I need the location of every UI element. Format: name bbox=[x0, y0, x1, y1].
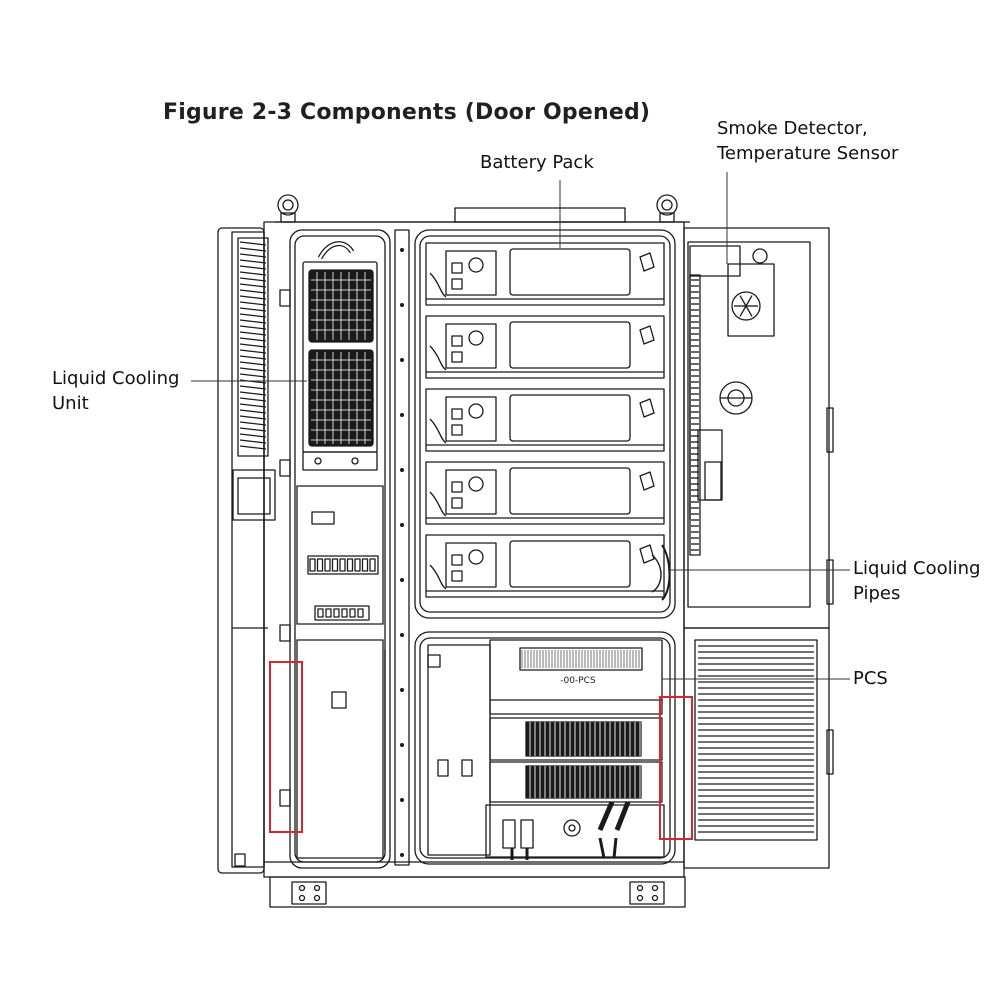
pcs-module bbox=[489, 639, 663, 715]
liquid-cooling-unit bbox=[302, 261, 378, 471]
right-lower-vent bbox=[683, 627, 834, 869]
power-module-lower bbox=[489, 761, 663, 803]
callout-liquid-cooling-pipes-line1: Liquid Cooling bbox=[853, 558, 981, 579]
temperature-sensor bbox=[719, 381, 753, 415]
battery-pack-1 bbox=[425, 242, 665, 306]
lifting-eye-left bbox=[277, 194, 299, 223]
right-side-panel bbox=[683, 227, 834, 629]
battery-rack bbox=[414, 229, 676, 619]
smoke-detector bbox=[727, 248, 775, 337]
lifting-eye-right bbox=[656, 194, 678, 223]
callout-smoke-detector-line1: Smoke Detector, bbox=[717, 118, 868, 139]
figure-title: Figure 2-3 Components (Door Opened) bbox=[163, 100, 651, 125]
dc-terminal-panel bbox=[485, 801, 665, 860]
callout-liquid-cooling-unit-line1: Liquid Cooling bbox=[52, 368, 180, 389]
battery-pack-5 bbox=[425, 534, 665, 598]
pcs-nameplate: -00-PCS bbox=[560, 676, 596, 686]
top-plate bbox=[454, 207, 626, 223]
callout-pcs: PCS bbox=[853, 668, 888, 689]
battery-pack-2 bbox=[425, 315, 665, 379]
terminal-block bbox=[314, 605, 370, 621]
battery-pack-3 bbox=[425, 388, 665, 452]
electrical-panel bbox=[296, 485, 384, 625]
left-door-vent bbox=[237, 237, 269, 457]
pcs-compartment bbox=[414, 631, 676, 865]
callout-smoke-detector-line2: Temperature Sensor bbox=[717, 143, 899, 164]
breaker-row bbox=[307, 555, 379, 575]
callout-liquid-cooling-unit-line2: Unit bbox=[52, 393, 89, 414]
battery-pack-4 bbox=[425, 461, 665, 525]
center-post bbox=[394, 229, 410, 866]
callout-battery-pack: Battery Pack bbox=[480, 152, 594, 173]
cabinet-base bbox=[269, 876, 686, 908]
left-compartment bbox=[279, 229, 391, 869]
highlight-box-right bbox=[659, 696, 693, 840]
left-door bbox=[217, 227, 276, 874]
power-module-upper bbox=[489, 717, 663, 761]
callout-liquid-cooling-pipes-line2: Pipes bbox=[853, 583, 901, 604]
highlight-box-left bbox=[269, 661, 303, 833]
